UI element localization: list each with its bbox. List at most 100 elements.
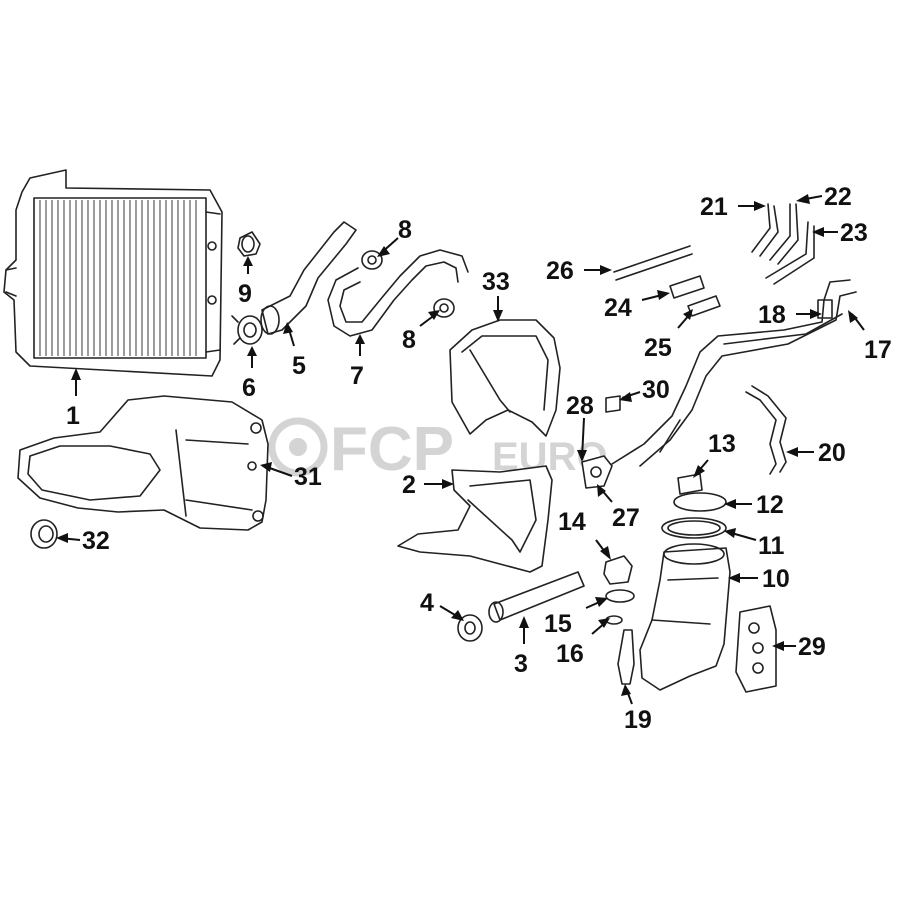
part-drain-plug[interactable] [617, 629, 635, 685]
callout-27[interactable]: 27 [597, 484, 640, 532]
part-plate[interactable] [735, 605, 777, 693]
callout-label-22: 22 [824, 183, 852, 211]
callout-label-13: 13 [708, 430, 736, 458]
callout-30[interactable]: 30 [619, 376, 670, 404]
watermark: FCP EURO [268, 415, 608, 484]
callout-label-20: 20 [818, 439, 846, 467]
part-cover[interactable] [449, 319, 561, 437]
callout-label-32: 32 [82, 527, 110, 555]
callout-2[interactable]: 2 [402, 471, 454, 499]
part-radiator[interactable] [3, 169, 223, 377]
callout-14[interactable]: 14 [558, 508, 611, 560]
part-pipe[interactable] [488, 571, 585, 623]
callout-label-2: 2 [402, 471, 416, 499]
callout-18[interactable]: 18 [758, 301, 822, 329]
part-bracket[interactable] [397, 465, 553, 573]
callout-label-33: 33 [482, 268, 510, 296]
callout-17[interactable]: 17 [848, 310, 892, 364]
callout-7[interactable]: 7 [350, 334, 365, 390]
callout-6[interactable]: 6 [242, 346, 257, 402]
callout-32[interactable]: 32 [56, 527, 110, 555]
callout-26[interactable]: 26 [546, 257, 612, 285]
callout-9[interactable]: 9 [238, 256, 253, 308]
callout-label-6: 6 [242, 374, 256, 402]
callout-24[interactable]: 24 [604, 290, 670, 322]
callout-4[interactable]: 4 [420, 589, 464, 621]
part-clamp-upper[interactable] [361, 250, 383, 270]
callout-label-5: 5 [292, 352, 306, 380]
callout-label-9: 9 [238, 280, 252, 308]
callout-label-1: 1 [66, 402, 80, 430]
callout-8b[interactable]: 8 [402, 310, 440, 354]
callout-label-30: 30 [642, 376, 670, 404]
callout-label-16: 16 [556, 640, 584, 668]
callout-25[interactable]: 25 [644, 309, 693, 362]
callout-label-8b: 8 [402, 326, 416, 354]
callout-label-15: 15 [544, 610, 572, 638]
callout-11[interactable]: 11 [724, 528, 785, 560]
callout-12[interactable]: 12 [724, 491, 784, 519]
callout-23[interactable]: 23 [812, 219, 868, 247]
callout-29[interactable]: 29 [772, 633, 826, 661]
callout-label-27: 27 [612, 504, 640, 532]
callout-label-4: 4 [420, 589, 434, 617]
part-clamp-lower[interactable] [433, 298, 455, 318]
part-clamp-pipe[interactable] [457, 614, 483, 642]
part-o-ring-large[interactable] [605, 589, 635, 603]
callout-label-31: 31 [294, 463, 322, 491]
callout-3[interactable]: 3 [514, 616, 529, 678]
callout-33[interactable]: 33 [482, 268, 510, 322]
part-hose-22[interactable] [769, 203, 799, 265]
part-hose-21[interactable] [751, 203, 779, 257]
part-hose-26[interactable] [613, 245, 693, 281]
part-lower-hose[interactable] [327, 249, 469, 337]
callout-21[interactable]: 21 [700, 193, 766, 221]
part-small-hose[interactable] [745, 385, 787, 475]
callout-15[interactable]: 15 [544, 597, 608, 638]
callout-label-24: 24 [604, 294, 632, 322]
part-clip[interactable] [605, 395, 621, 413]
callout-label-19: 19 [624, 706, 652, 734]
callout-8a[interactable]: 8 [377, 216, 412, 257]
part-coolant-pipes[interactable] [611, 279, 857, 467]
part-hose-23[interactable] [765, 221, 815, 285]
watermark-brand: FCP [330, 415, 454, 484]
callout-label-18: 18 [758, 301, 786, 329]
part-upper-hose[interactable] [260, 221, 357, 335]
callout-13[interactable]: 13 [693, 430, 736, 478]
callout-label-11: 11 [758, 532, 785, 560]
callout-10[interactable]: 10 [728, 565, 790, 593]
part-hose-24[interactable] [669, 275, 705, 299]
callout-28[interactable]: 28 [566, 392, 594, 462]
part-cap[interactable] [677, 473, 703, 495]
callout-20[interactable]: 20 [786, 439, 846, 467]
callout-31[interactable]: 31 [260, 462, 322, 491]
callout-label-12: 12 [756, 491, 784, 519]
part-gasket[interactable] [673, 492, 727, 512]
part-filter-housing[interactable] [639, 543, 731, 691]
callout-22[interactable]: 22 [796, 183, 852, 211]
callout-label-7: 7 [350, 362, 364, 390]
callout-label-28: 28 [566, 392, 594, 420]
callout-16[interactable]: 16 [556, 618, 610, 668]
callout-label-14: 14 [558, 508, 586, 536]
callout-5[interactable]: 5 [283, 322, 306, 380]
callout-label-26: 26 [546, 257, 574, 285]
callout-label-21: 21 [700, 193, 728, 221]
part-sensor[interactable] [603, 555, 633, 585]
callout-label-29: 29 [798, 633, 826, 661]
part-air-duct[interactable] [17, 395, 269, 531]
callout-label-3: 3 [514, 650, 528, 678]
callout-1[interactable]: 1 [66, 368, 81, 430]
callout-label-23: 23 [840, 219, 868, 247]
part-hose-clamp[interactable] [231, 315, 263, 345]
part-hose-25[interactable] [687, 295, 721, 317]
part-valve[interactable] [581, 455, 613, 489]
part-seal-ring[interactable] [661, 517, 727, 539]
part-hose-end[interactable] [237, 231, 261, 257]
callout-label-10: 10 [762, 565, 790, 593]
part-grommet[interactable] [30, 519, 58, 549]
callout-19[interactable]: 19 [621, 684, 652, 734]
callout-label-25: 25 [644, 334, 672, 362]
